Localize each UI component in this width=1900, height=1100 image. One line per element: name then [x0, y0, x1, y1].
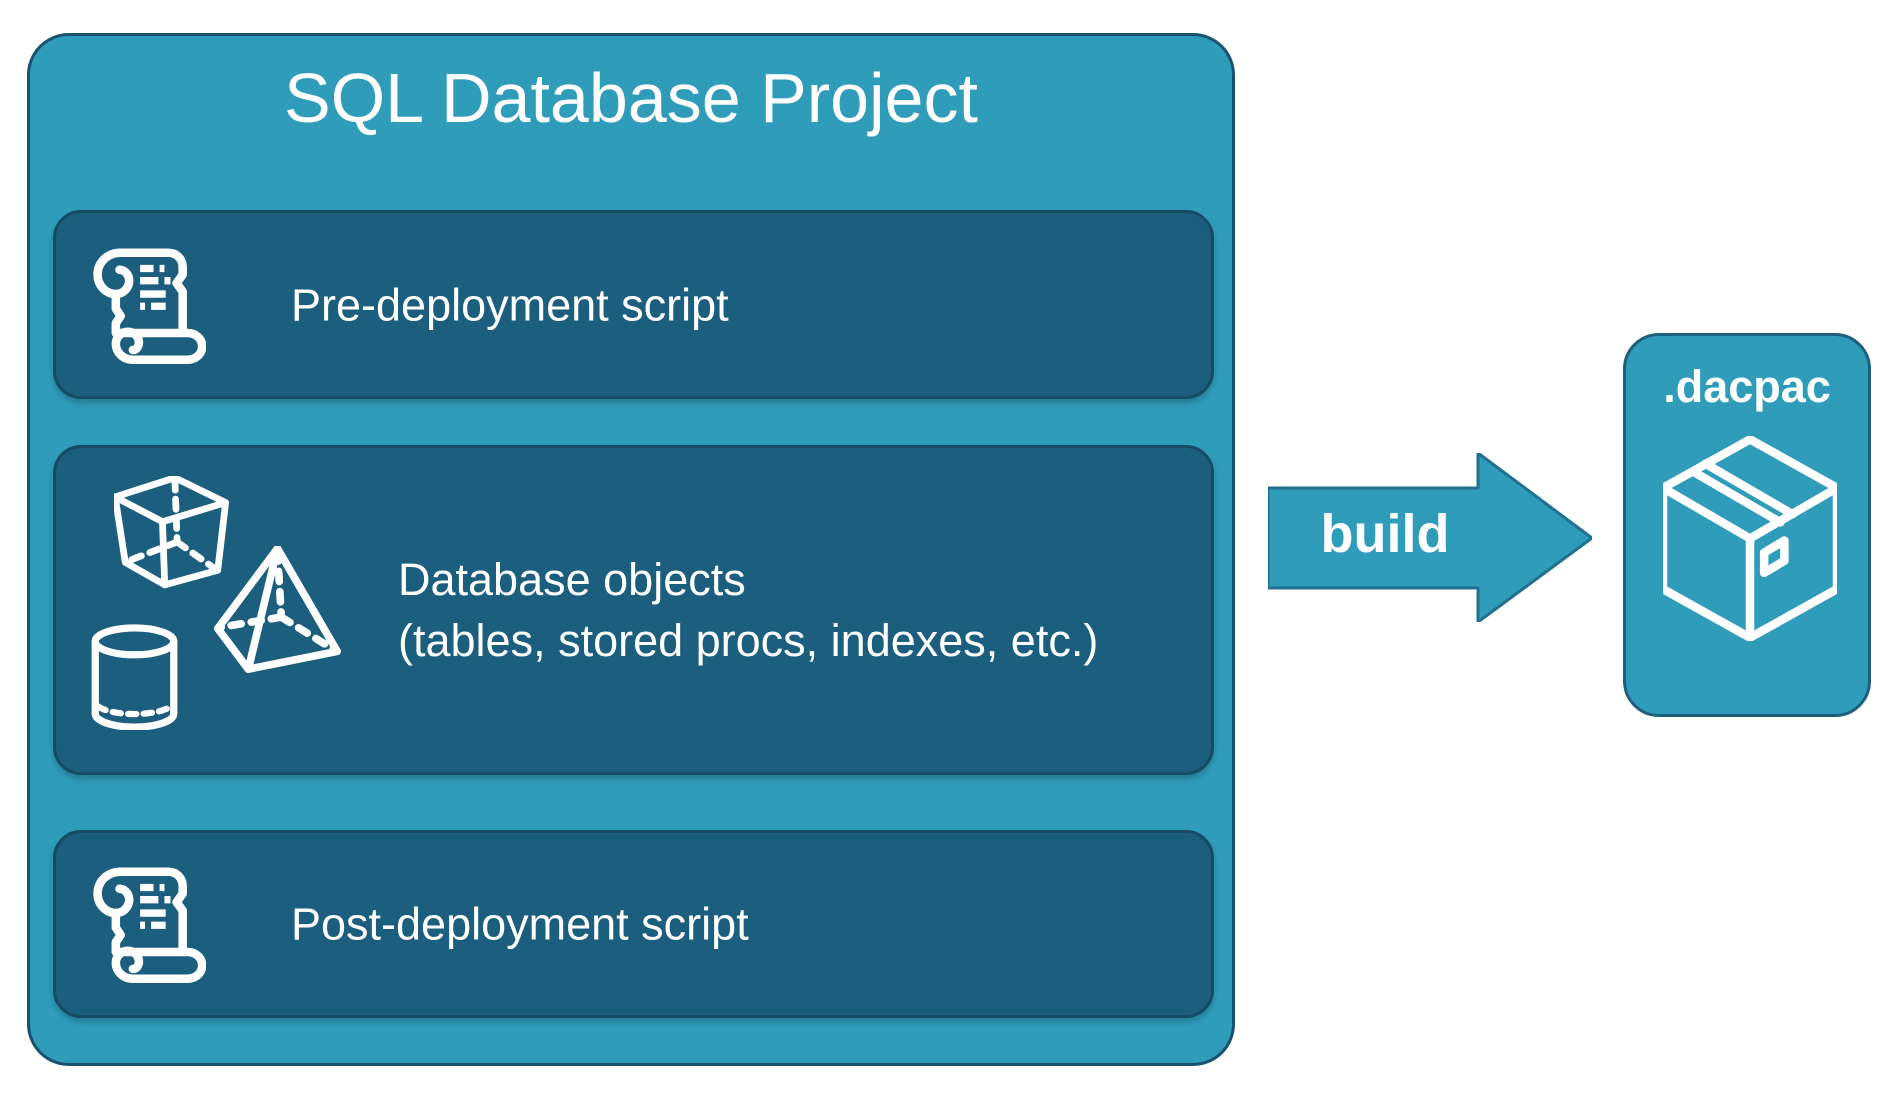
cube-icon	[114, 476, 229, 589]
database-objects-label-block: Database objects (tables, stored procs, …	[398, 549, 1098, 671]
panel-database-objects: Database objects (tables, stored procs, …	[53, 445, 1214, 775]
project-title: SQL Database Project	[284, 59, 978, 137]
build-label: build	[1320, 504, 1450, 564]
sql-database-project-container: SQL Database Project Pre-deployment scri…	[27, 33, 1235, 1066]
post-deployment-label: Post-deployment script	[291, 898, 749, 950]
database-objects-label: Database objects	[398, 554, 746, 605]
scroll-icon	[84, 862, 206, 986]
dacpac-container: .dacpac	[1623, 333, 1871, 717]
package-icon	[1663, 436, 1837, 641]
panel-pre-deployment: Pre-deployment script	[53, 210, 1214, 399]
build-arrow	[1268, 453, 1592, 622]
pyramid-icon	[214, 546, 341, 673]
cylinder-icon	[91, 624, 178, 730]
dacpac-label: .dacpac	[1663, 361, 1831, 412]
scroll-icon	[84, 243, 206, 367]
database-objects-sublabel: (tables, stored procs, indexes, etc.)	[398, 615, 1099, 666]
pre-deployment-label: Pre-deployment script	[291, 279, 729, 330]
panel-post-deployment: Post-deployment script	[53, 830, 1214, 1018]
